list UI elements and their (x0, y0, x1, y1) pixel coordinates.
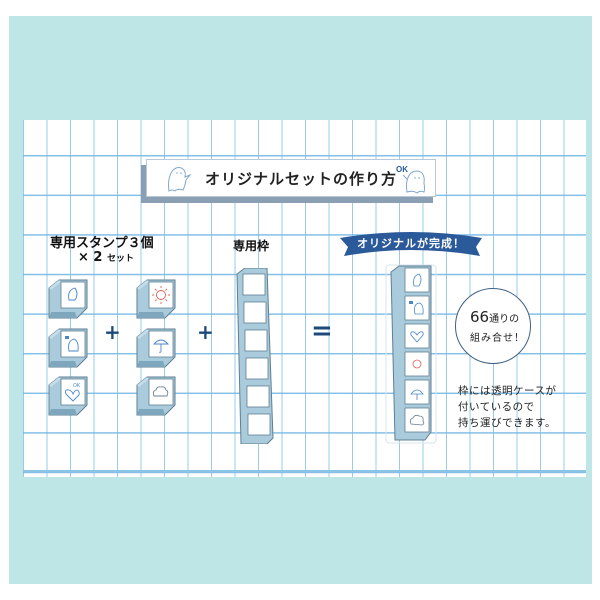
combinations-line1: 66通りの (470, 308, 519, 326)
plus-operator-1: + (104, 320, 121, 344)
completed-stamp-set (385, 264, 437, 448)
stamp-frame (233, 267, 277, 448)
stamp-cloud (135, 375, 177, 416)
frame-label: 専用枠 (233, 239, 270, 253)
stamp-ghost-message (47, 327, 89, 368)
stamp-sun (135, 278, 177, 319)
ghost-ok-icon: OK (396, 165, 425, 194)
case-note-line1: 枠には透明ケースが (458, 385, 557, 397)
stamp-heart-ok: OK (47, 375, 89, 416)
complete-banner: オリジナルが完成！ (340, 228, 482, 258)
case-note: 枠には透明ケースが 付いているので 持ち運びできます。 (458, 383, 556, 431)
combinations-callout: 66通りの 組み合せ！ (455, 288, 531, 364)
ghost-icon (168, 167, 192, 192)
combinations-line2: 組み合せ！ (470, 333, 525, 344)
case-note-line3: 持ち運びできます。 (458, 417, 556, 429)
plus-operator-2: + (197, 320, 214, 344)
case-note-line2: 付いているので (458, 401, 535, 413)
page-title: オリジナルセットの作り方 (205, 170, 398, 188)
grid-panel-bottom-border (23, 470, 586, 472)
banner-text: オリジナルが完成！ (357, 237, 465, 250)
stamps-label: 専用スタンプ３個 (50, 236, 154, 251)
sets-unit: セット (107, 254, 135, 264)
svg-text:OK: OK (396, 165, 408, 174)
stamp-umbrella (135, 327, 177, 368)
sets-count: × 2 (78, 250, 103, 265)
stamp-leaf-heart (47, 278, 89, 319)
title-box: オリジナルセットの作り方 OK (146, 159, 436, 197)
equals-operator: = (311, 316, 333, 346)
combinations-number: 66 (470, 308, 490, 326)
ribbon-shape (340, 232, 482, 256)
combinations-suffix: 通りの (489, 314, 520, 325)
svg-text:OK: OK (73, 383, 81, 389)
sets-label: × 2 セット (78, 250, 134, 265)
